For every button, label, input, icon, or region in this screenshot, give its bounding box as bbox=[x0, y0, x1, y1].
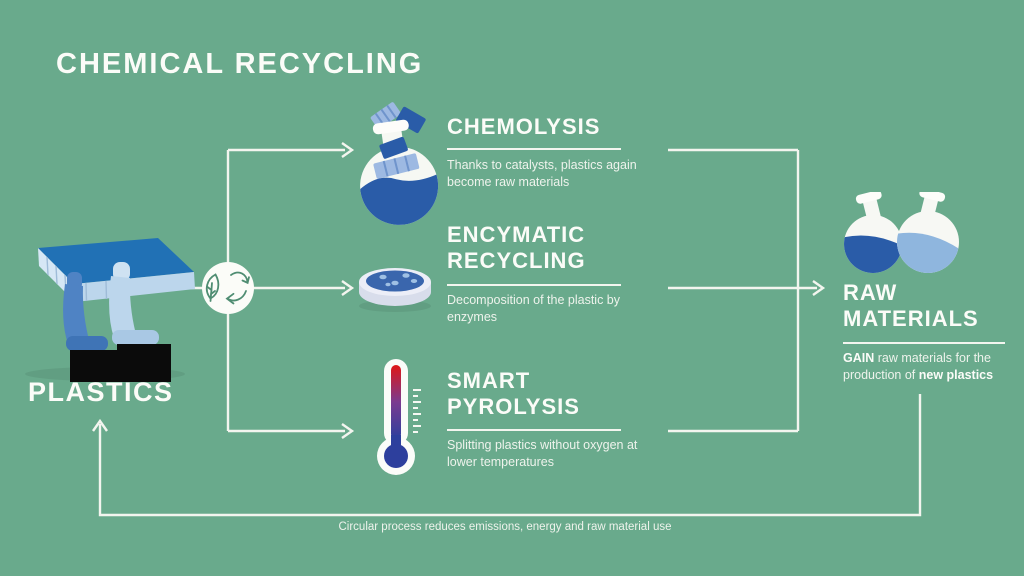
car-seat-left bbox=[63, 272, 118, 382]
raw-materials-title: RAW MATERIALS bbox=[843, 280, 979, 331]
chemolysis-description: Thanks to catalysts, plastics again beco… bbox=[447, 158, 637, 190]
raw-materials-description-middle: raw materials for the production of bbox=[843, 351, 991, 383]
car-seat-right bbox=[109, 262, 171, 382]
arrowhead-encymatic bbox=[341, 280, 355, 296]
arrowhead-back-to-plastics bbox=[92, 418, 108, 432]
raw-materials-underline bbox=[843, 342, 1005, 344]
arrowhead-pyrolysis bbox=[341, 423, 355, 439]
round-flask-icon bbox=[356, 102, 440, 230]
leaf-recycle-icon bbox=[202, 262, 254, 314]
encymatic-title: ENCYMATIC RECYCLING bbox=[447, 222, 586, 273]
thermometer-icon bbox=[377, 359, 421, 475]
pyrolysis-title: SMART PYROLYSIS bbox=[447, 368, 580, 419]
encymatic-underline bbox=[447, 284, 621, 286]
chemolysis-title: CHEMOLYSIS bbox=[447, 114, 601, 139]
new-plastics-bold-text: new plastics bbox=[918, 368, 994, 383]
page-title: CHEMICAL RECYCLING bbox=[56, 48, 424, 80]
two-flasks-icon bbox=[844, 192, 959, 273]
plastic-products-icon bbox=[25, 238, 195, 382]
encymatic-description: Decomposition of the plastic by enzymes bbox=[447, 293, 621, 325]
plastics-label: PLASTICS bbox=[28, 377, 174, 407]
chemolysis-underline bbox=[447, 148, 621, 150]
circular-process-note: Circular process reduces emissions, ener… bbox=[338, 521, 672, 533]
connector-feedback-loop bbox=[98, 394, 922, 517]
gain-bold-text: GAIN bbox=[843, 351, 875, 365]
arrowhead-raw-materials bbox=[812, 280, 826, 296]
petri-dish-icon bbox=[359, 268, 431, 312]
arrowhead-chemolysis bbox=[341, 142, 355, 158]
raw-materials-description: GAIN raw materials for the production of… bbox=[843, 350, 1023, 385]
pyrolysis-description: Splitting plastics without oxygen at low… bbox=[447, 438, 638, 470]
pyrolysis-underline bbox=[447, 429, 621, 431]
